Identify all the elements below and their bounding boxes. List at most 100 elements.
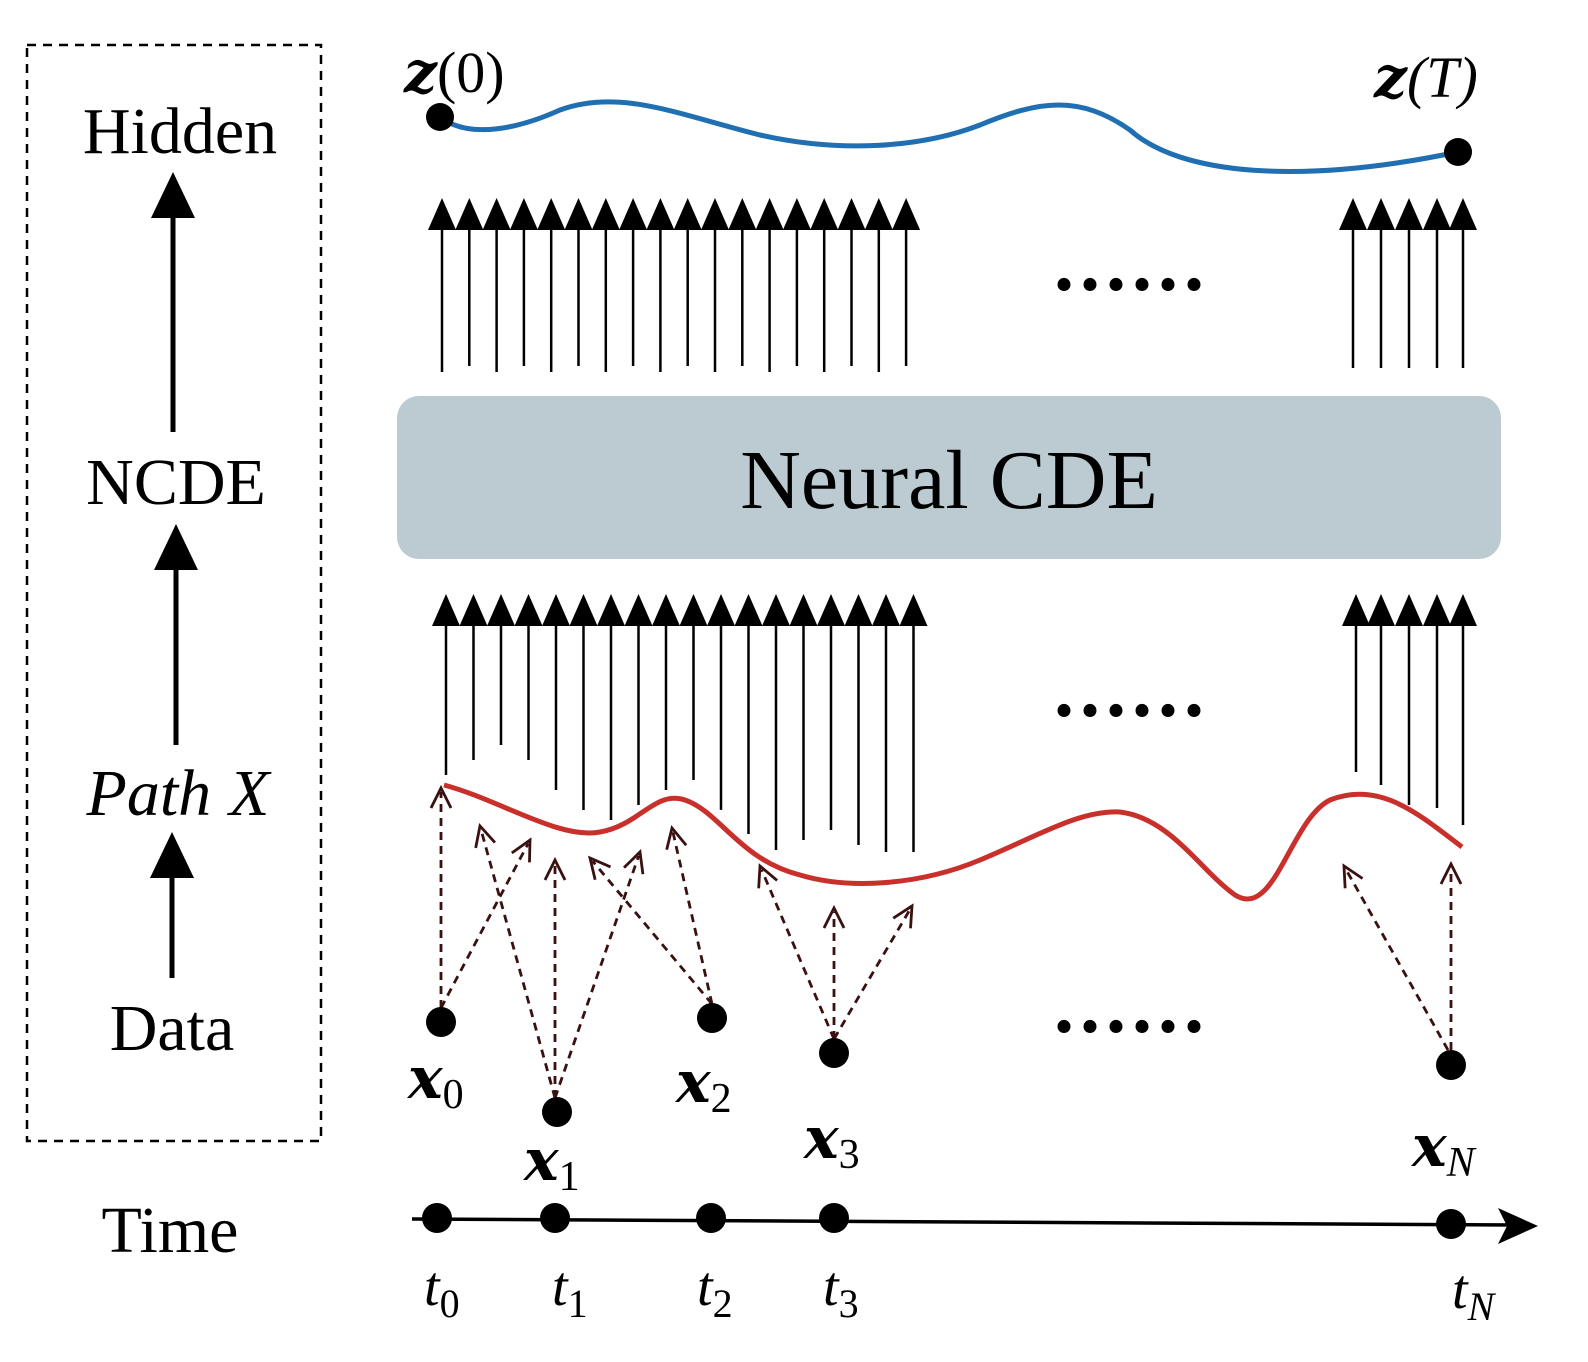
lower-arrow-4 (542, 594, 570, 790)
interp-arrow-4-head (623, 849, 645, 875)
hidden-end-dot (1444, 138, 1472, 166)
lower-arrow-2 (487, 594, 515, 745)
interp-arrow-1-head (510, 837, 532, 863)
interp-arrow-10-line (1344, 868, 1450, 1051)
lower-arrow-15-head (844, 594, 873, 626)
interp-arrow-1 (439, 837, 532, 1009)
neural-cde-box (397, 396, 1501, 559)
legend-ncde-label: NCDE (86, 446, 266, 519)
interp-arrow-11-head (1439, 860, 1463, 885)
lower-arrow-8-head (652, 594, 680, 626)
observation-label-1: x1 (522, 1126, 580, 1200)
time-label-3: t3 (823, 1256, 859, 1326)
interp-arrow-3-head (543, 856, 567, 881)
lower-arrow-8 (652, 594, 680, 790)
upper-arrow-20 (1395, 198, 1423, 368)
lower-arrow-bank (432, 594, 1477, 852)
lower-arrow-3-head (514, 594, 543, 626)
interp-arrow-9-line (832, 908, 912, 1040)
time-dot-2 (696, 1203, 726, 1233)
observation-dot-n (1436, 1050, 1466, 1080)
upper-arrow-11-head (728, 198, 757, 230)
time-dot-0 (422, 1203, 452, 1233)
observation-dot-1 (542, 1097, 572, 1127)
upper-arrow-16 (864, 198, 893, 372)
upper-arrow-2-head (482, 198, 511, 230)
legend-arrow-2-head (150, 832, 194, 878)
upper-ellipsis: ...... (1054, 220, 1210, 308)
lower-ellipsis: ...... (1054, 646, 1210, 734)
time-axis-line (411, 1217, 1516, 1227)
lower-arrow-16 (872, 594, 900, 852)
time-label-2: t2 (697, 1256, 733, 1326)
lower-arrow-3 (514, 594, 543, 760)
upper-arrow-3-head (509, 198, 538, 230)
lower-arrow-r4-head (1449, 594, 1477, 626)
legend-arrow-1 (154, 524, 198, 745)
hidden-curve (438, 99, 1459, 174)
interp-arrow-5 (587, 855, 714, 1005)
upper-arrow-22 (1449, 198, 1477, 368)
interp-arrow-8 (822, 904, 846, 1039)
observation-dot-3 (819, 1038, 849, 1068)
legend-arrows (150, 172, 198, 978)
lower-arrow-14-head (817, 594, 845, 626)
legend-arrow-2 (150, 832, 194, 978)
lower-arrow-r2 (1395, 594, 1423, 805)
observation-dot-0 (426, 1007, 456, 1037)
interp-arrow-3 (543, 856, 567, 1098)
interp-arrow-11 (1439, 860, 1463, 1050)
upper-arrow-17 (892, 198, 921, 366)
neural-cde-label: Neural CDE (740, 434, 1158, 527)
time-dot-n (1436, 1209, 1466, 1239)
upper-arrow-6 (591, 198, 620, 372)
interp-arrow-10 (1342, 863, 1450, 1051)
lower-arrow-7 (624, 594, 653, 805)
upper-arrow-13-head (782, 198, 811, 230)
lower-arrow-17-head (899, 594, 928, 626)
upper-arrow-10 (701, 198, 729, 372)
lower-arrow-11-head (734, 594, 763, 626)
path-x-curve (443, 782, 1464, 902)
upper-arrow-4 (537, 198, 566, 372)
hidden-start-label: z(0) (403, 38, 505, 106)
observation-label-2: x2 (674, 1048, 732, 1122)
upper-arrow-bank (428, 198, 1477, 372)
legend-path-word: Path (86, 757, 212, 830)
lower-arrow-5 (569, 594, 598, 810)
lower-arrow-10 (707, 594, 735, 810)
upper-arrow-11 (728, 198, 757, 366)
upper-arrow-8-head (646, 198, 675, 230)
upper-arrow-3 (509, 198, 538, 366)
interp-arrow-7-line (760, 869, 836, 1040)
upper-arrow-19-head (1367, 198, 1395, 230)
upper-arrow-21-head (1423, 198, 1451, 230)
lower-arrow-12 (762, 594, 790, 850)
lower-arrow-0 (432, 594, 460, 775)
lower-arrow-2-head (487, 594, 515, 626)
lower-arrow-6 (597, 594, 625, 820)
lower-arrow-0-head (432, 594, 460, 626)
hidden-trajectory: z(0) z(T) (403, 38, 1478, 174)
upper-arrow-12-head (755, 198, 784, 230)
legend-arrow-0-head (151, 172, 195, 218)
lower-arrow-r3-head (1423, 594, 1451, 626)
upper-arrow-5 (564, 198, 593, 366)
lower-arrow-4-head (542, 594, 570, 626)
time-dot-1 (540, 1203, 570, 1233)
lower-arrow-9 (679, 594, 708, 780)
upper-arrow-20-head (1395, 198, 1423, 230)
time-axis-arrowhead (1498, 1208, 1538, 1244)
time-axis: t0 t1 t2 t3 tN (411, 1203, 1538, 1329)
lower-arrow-12-head (762, 594, 790, 626)
lower-arrow-6-head (597, 594, 625, 626)
upper-arrow-2 (482, 198, 511, 372)
legend-path-var: X (226, 757, 272, 830)
upper-arrow-21 (1423, 198, 1451, 368)
lower-arrow-5-head (569, 594, 598, 626)
time-label-n: tN (1452, 1259, 1497, 1329)
time-dot-3 (819, 1203, 849, 1233)
interpolation-arrows (429, 784, 1463, 1099)
upper-arrow-15 (837, 198, 866, 366)
legend-arrow-0 (151, 172, 195, 432)
